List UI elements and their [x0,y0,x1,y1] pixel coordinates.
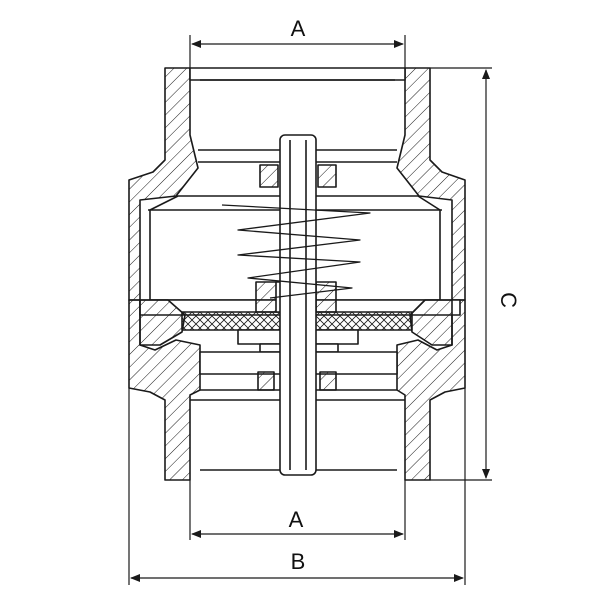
label-b: B [291,549,306,574]
seat-ring-right [409,299,453,346]
upper-body-left-wall [128,67,199,301]
label-c: C [496,292,521,308]
lower-guide-left [257,371,275,391]
label-top-a: A [291,16,306,41]
valve-stem [279,134,317,476]
dimensions [128,35,492,585]
valve-body [128,67,466,481]
lower-body-left-wall [128,299,201,481]
lower-body-right-wall [396,299,466,481]
spring [221,204,371,299]
lower-guide-right [319,371,337,391]
stem-guide-right [317,164,337,188]
stem-guide-left [259,164,279,188]
upper-thread-bore [189,67,406,81]
label-bottom-a: A [289,507,304,532]
upper-body-right-wall [396,67,466,301]
seat-ring-left [139,299,186,346]
